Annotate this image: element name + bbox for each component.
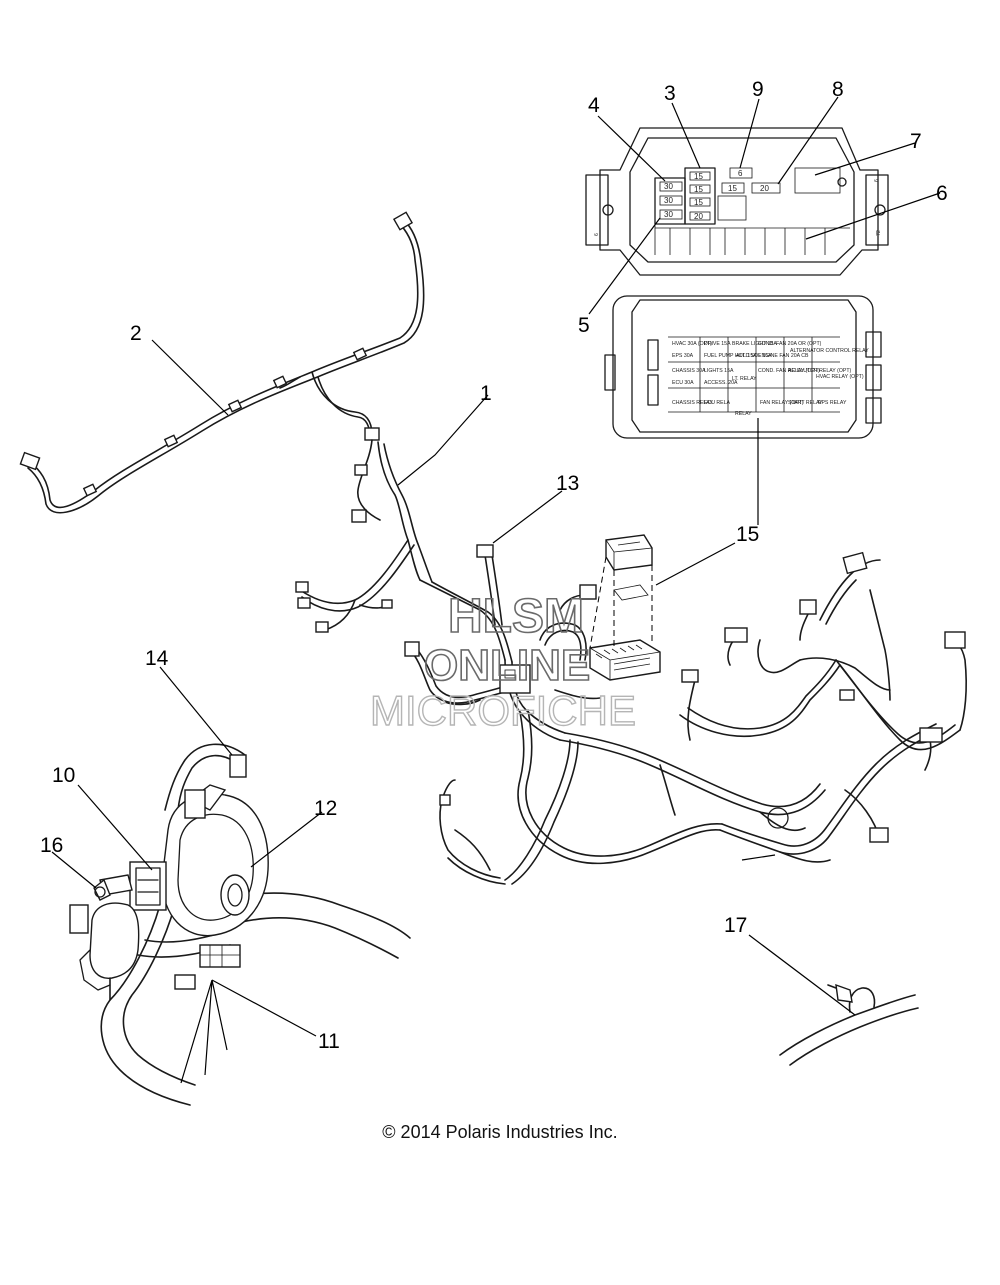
- callout-10: 10: [52, 764, 75, 787]
- fuse-4c: 30: [664, 210, 673, 219]
- legend-lights: LIGHTS 15A: [704, 368, 734, 374]
- box-mark-b: 72: [876, 230, 882, 236]
- callout-13: 13: [556, 472, 579, 495]
- fuse-9: 6: [738, 169, 743, 178]
- legend-fan-relay: FAN RELAY (OPT): [760, 400, 804, 406]
- legend-lt-relay: LT. RELAY: [732, 376, 757, 382]
- legend-hvac-fuse: HVAC 30A (OPT): [672, 341, 712, 347]
- watermark-line-1: HLSM: [448, 590, 584, 643]
- callout-1: 1: [480, 382, 492, 405]
- legend-alternator: ALTERNATOR CONTROL RELAY: [790, 348, 869, 354]
- legend-engine-fan: ENGINE FAN 20A CB: [758, 353, 809, 359]
- legend-eps: EPS 30A: [672, 353, 694, 359]
- callout-numbers: 1 2 3 4 5 6 7 8 9 10 11 12 13 14 15 16 1…: [40, 78, 948, 1053]
- legend-start-relay: START RELAY: [788, 400, 823, 406]
- fuse-box-legend: HVAC 30A (OPT) DRIVE 15A BRAKE LIGHT 15A…: [604, 295, 882, 439]
- fuse-small: 15: [728, 184, 737, 193]
- fuse-4b: 30: [664, 196, 673, 205]
- harness-2: [19, 211, 425, 514]
- box-mark-c: 6: [874, 179, 880, 182]
- callout-3: 3: [664, 82, 676, 105]
- callout-12: 12: [314, 797, 337, 820]
- legend-alt: ALT. 15A: [736, 353, 757, 359]
- copyright-notice: © 2014 Polaris Industries Inc.: [382, 1122, 618, 1142]
- legend-brake: BRAKE LIGHT 15A: [732, 341, 777, 347]
- legend-eps-relay: EPS RELAY: [818, 400, 847, 406]
- box-mark-a: 6: [594, 233, 600, 236]
- leader-lines: [51, 96, 941, 1084]
- legend-cond-fan-relay: COND. FAN RELAY (OPT): [758, 368, 820, 374]
- callout-7: 7: [910, 130, 922, 153]
- fuse-5: 20: [694, 212, 703, 221]
- legend-chassis-relay: CHASSIS RELAY: [672, 400, 713, 406]
- legend-ecu: ECU 30A: [672, 380, 694, 386]
- assembly-10-16: [69, 743, 411, 1106]
- watermark-line-2: ONLINE: [424, 641, 590, 690]
- legend-ecu-relay: ECU RELA: [704, 400, 730, 406]
- watermark-line-3: MICROFICHE: [370, 687, 636, 734]
- legend-fuel-pump: FUEL PUMP HOLD SOL 15A: [704, 353, 772, 359]
- callout-11: 11: [318, 1030, 340, 1053]
- callout-6: 6: [936, 182, 948, 205]
- legend-relay: RELAY: [735, 411, 752, 417]
- fuse-mid-3: 15: [694, 198, 703, 207]
- fuse-mid-2: 15: [694, 185, 703, 194]
- fuse-block-15: [589, 639, 661, 681]
- callout-14: 14: [145, 647, 169, 670]
- callout-2: 2: [130, 322, 142, 345]
- legend-cond-fan: COND. FAN 20A OR (OPT): [758, 341, 822, 347]
- callout-5: 5: [578, 314, 590, 337]
- fuse-8: 20: [760, 184, 769, 193]
- callout-9: 9: [752, 78, 764, 101]
- legend-hvac-relay: HVAC RELAY (OPT): [816, 374, 864, 380]
- detail-17: [779, 983, 919, 1066]
- relay-15: [605, 534, 653, 571]
- fuse-4a: 30: [664, 182, 673, 191]
- harness-17: [439, 551, 967, 885]
- fuse-3: 15: [694, 172, 703, 181]
- legend-chassis: CHASSIS 30A: [672, 368, 706, 374]
- watermark: HLSM ONLINE MICROFICHE: [369, 589, 636, 735]
- callout-4: 4: [588, 94, 600, 117]
- callout-8: 8: [832, 78, 844, 101]
- callout-16: 16: [40, 834, 63, 857]
- fuse-box-top: 6 72 6 30 30 30 15 15 15 20 6 15 20: [585, 127, 889, 276]
- callout-17: 17: [724, 914, 747, 937]
- callout-15: 15: [736, 523, 759, 546]
- harness-1: [295, 439, 513, 663]
- legend-access: ACCESS. 20A: [704, 380, 738, 386]
- legend-drive: DRIVE 15A: [704, 341, 731, 347]
- legend-ac-clutch: AC CLUTCH RELAY (OPT): [788, 368, 851, 374]
